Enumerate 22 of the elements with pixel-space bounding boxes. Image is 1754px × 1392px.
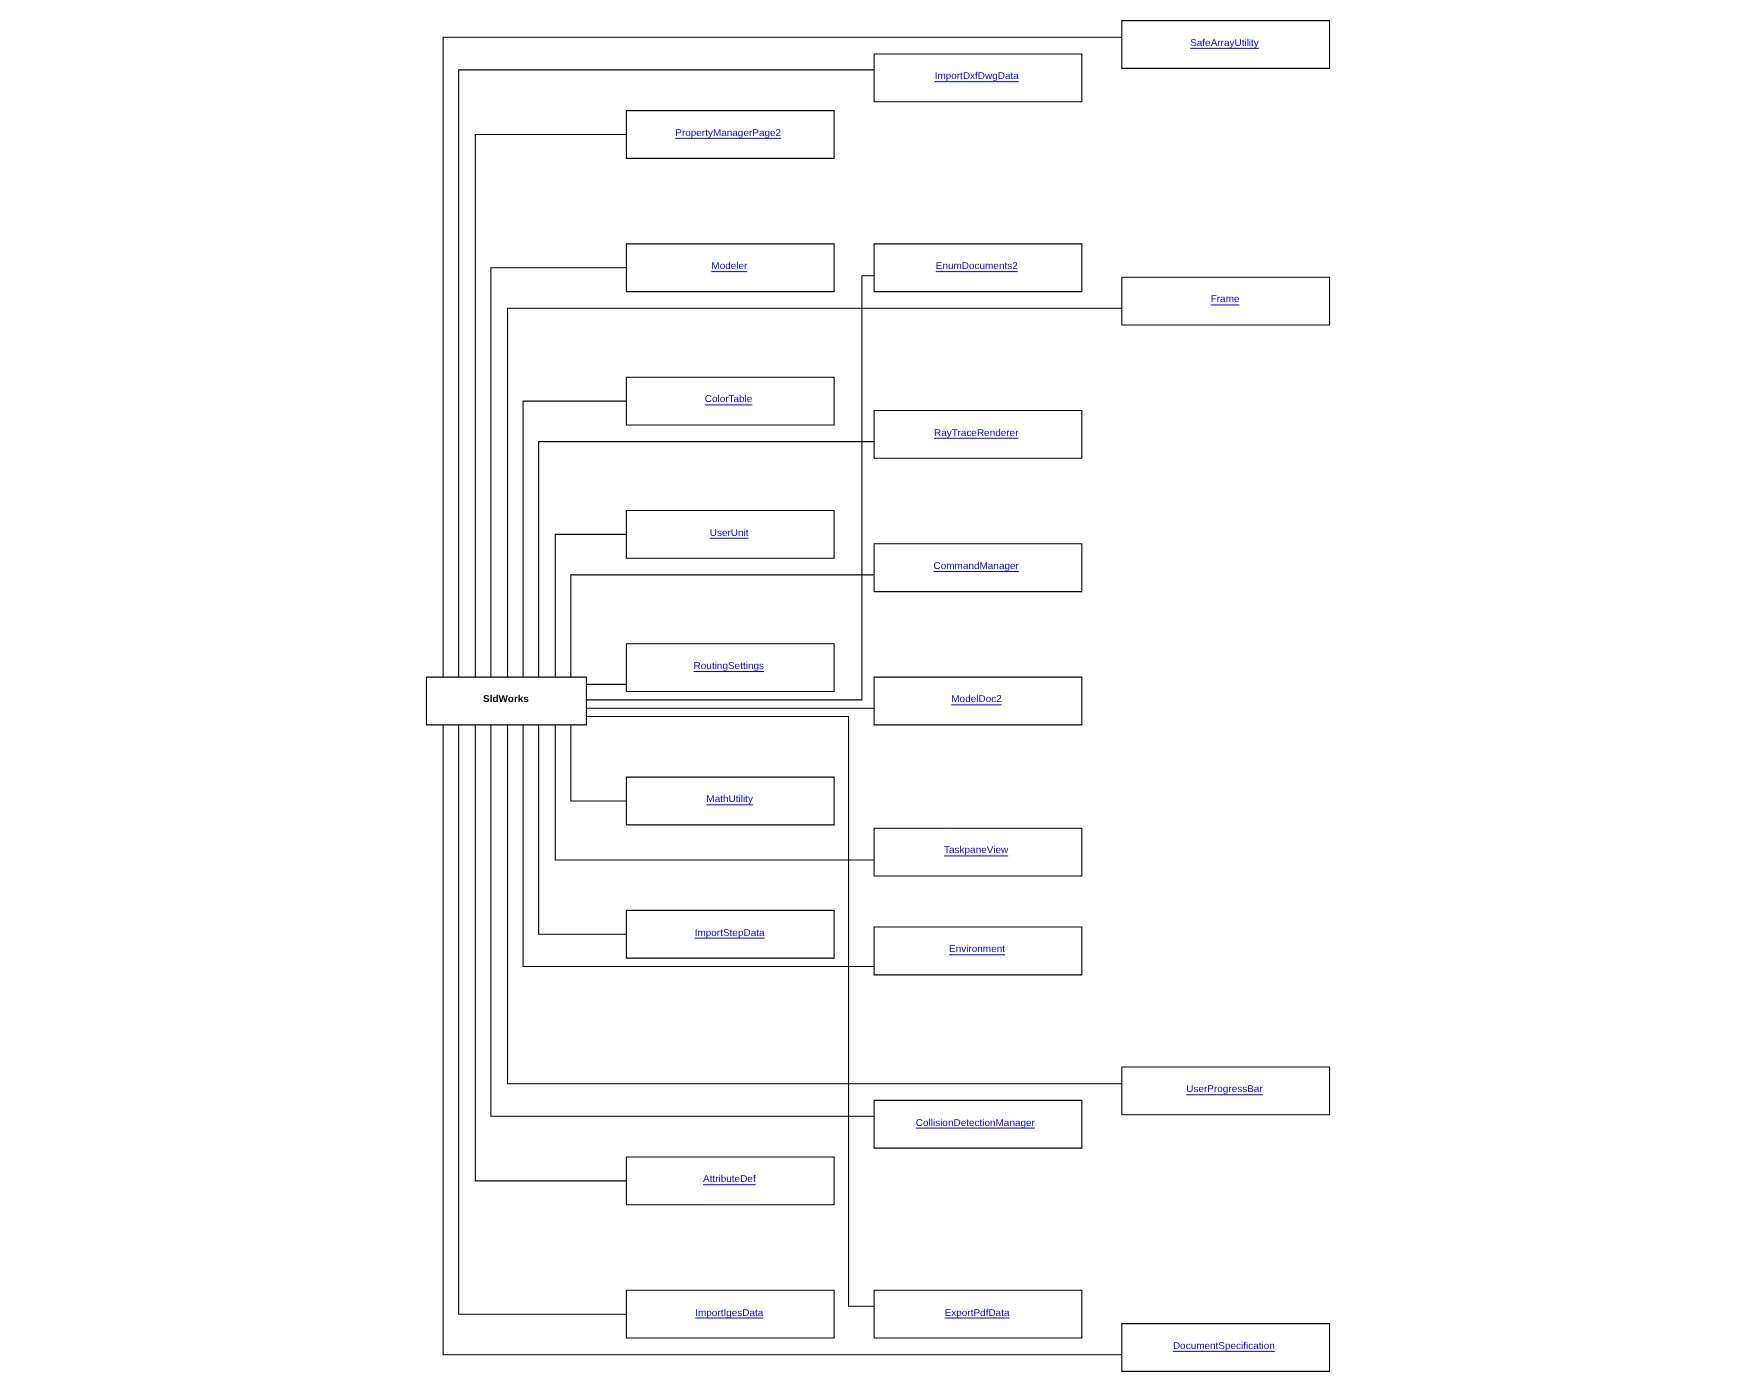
connector xyxy=(553,533,626,678)
connector xyxy=(585,683,626,685)
connector xyxy=(489,724,874,1117)
connector xyxy=(473,133,626,678)
connector xyxy=(441,724,1122,1356)
connector xyxy=(505,307,1122,678)
connector xyxy=(521,400,626,678)
connector xyxy=(537,441,874,678)
connector xyxy=(569,574,874,678)
connector xyxy=(537,724,626,935)
connector xyxy=(584,707,874,709)
connector xyxy=(505,724,1122,1085)
connector xyxy=(457,724,626,1315)
connector xyxy=(473,724,626,1182)
connector xyxy=(441,36,1122,678)
connector xyxy=(457,69,874,678)
connector xyxy=(585,716,874,1307)
connector xyxy=(521,724,874,968)
connector xyxy=(489,267,626,678)
connector xyxy=(585,275,874,701)
connector xyxy=(553,724,874,861)
connector xyxy=(569,724,626,802)
